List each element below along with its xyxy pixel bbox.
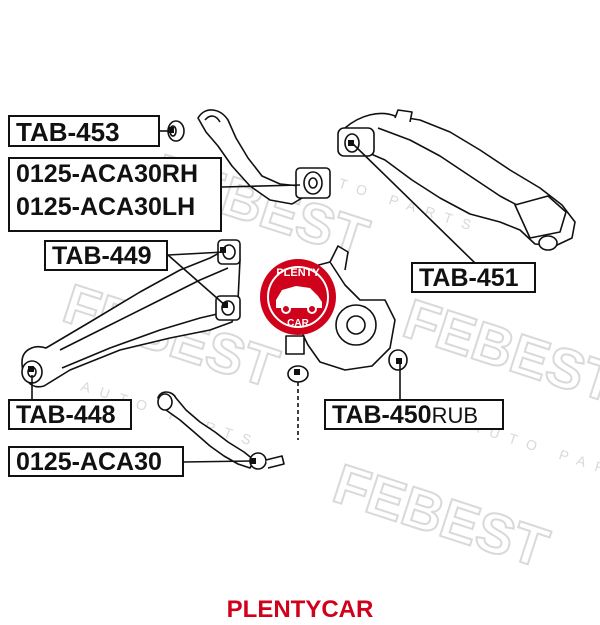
- upper-arm-aca30: [197, 109, 331, 205]
- lateral-link-aca30: [157, 391, 285, 470]
- label-aca30rh-text: 0125-ACA30RH: [16, 160, 199, 188]
- plentycar-stamp: PLENTY CAR: [260, 259, 336, 335]
- label-tab449: TAB-449: [44, 240, 168, 271]
- leader-tab449-b: [167, 254, 227, 307]
- label-tab451-text: TAB-451: [419, 264, 519, 292]
- bushing-markers: [28, 127, 402, 464]
- watermark-brand-3: FEBEST: [396, 286, 600, 414]
- label-tab451: TAB-451: [411, 262, 536, 293]
- stamp-top: PLENTY: [276, 267, 320, 279]
- leader-tab451: [351, 142, 476, 264]
- label-tab450-text: TAB-450RUB: [332, 401, 478, 429]
- label-aca30-rh-lh: 0125-ACA30RH 0125-ACA30LH: [8, 157, 222, 232]
- label-tab449-text: TAB-449: [52, 242, 152, 270]
- control-arm-tab451: [337, 109, 576, 251]
- label-tab448-text: TAB-448: [16, 401, 116, 429]
- label-tab450: TAB-450RUB: [324, 399, 504, 430]
- leader-tab449: [167, 251, 225, 256]
- stamp-bottom: CAR: [287, 318, 309, 329]
- label-tab453-text: TAB-453: [16, 117, 120, 147]
- leader-aca30: [182, 460, 253, 463]
- leader-lines: [31, 130, 476, 463]
- car-icon: [276, 286, 322, 308]
- brand-footer: PLENTYCAR: [226, 596, 374, 623]
- label-aca30lh-text: 0125-ACA30LH: [16, 193, 196, 221]
- label-tab450-main: TAB-450: [332, 401, 432, 429]
- label-aca30: 0125-ACA30: [8, 446, 184, 477]
- label-tab448: TAB-448: [8, 399, 132, 430]
- watermark-brand-4: FEBEST: [326, 451, 556, 579]
- label-tab450-suffix: RUB: [431, 403, 479, 428]
- leader-aca30rh: [221, 184, 301, 188]
- label-tab453: TAB-453: [8, 115, 160, 147]
- label-aca30-text: 0125-ACA30: [16, 448, 162, 476]
- lower-arm-tab448: [21, 239, 241, 388]
